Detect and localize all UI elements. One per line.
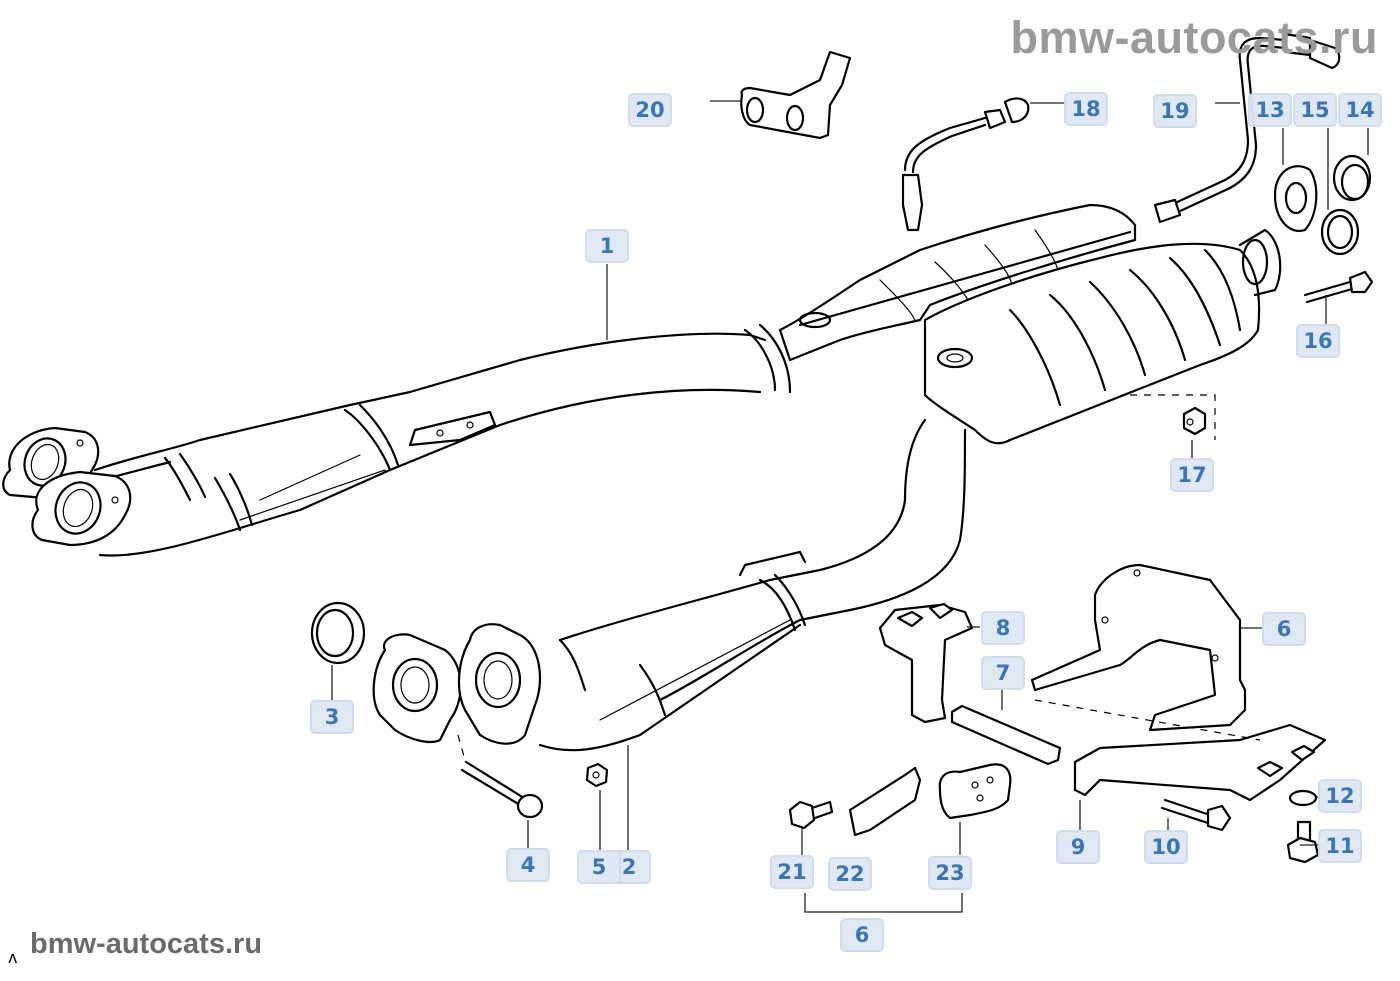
callout-8[interactable]: 8 (981, 611, 1025, 645)
cross-bracket (1073, 723, 1327, 802)
catalytic-converter-lower (923, 228, 1282, 445)
leader-lines (331, 100, 1369, 913)
callout-1[interactable]: 1 (585, 229, 629, 263)
catalytic-converter-upper (778, 203, 1137, 362)
watermark-top: bmw-autocats.ru (1010, 12, 1378, 63)
oxygen-sensor-front (901, 97, 1030, 232)
watermark-bottom: bmw-autocats.ru (30, 928, 263, 960)
callout-5[interactable]: 5 (577, 850, 621, 884)
nut-small (585, 762, 609, 788)
large-bracket (1030, 563, 1247, 732)
callout-6-bracket[interactable]: 6 (1262, 612, 1306, 646)
callout-21[interactable]: 21 (770, 855, 814, 889)
front-pipe-upper (2, 323, 792, 557)
callout-19[interactable]: 19 (1153, 94, 1197, 128)
washer (1288, 789, 1318, 807)
bolt-long (460, 760, 544, 819)
callout-18[interactable]: 18 (1064, 92, 1108, 126)
callout-6-kit[interactable]: 6 (840, 918, 884, 952)
mount-bracket (878, 602, 974, 724)
callout-13[interactable]: 13 (1248, 93, 1292, 127)
callout-11[interactable]: 11 (1318, 829, 1362, 863)
front-pipe-lower (372, 418, 967, 752)
clamp-ring (1332, 154, 1372, 202)
support-bar (950, 704, 1062, 766)
bolt-16 (1303, 270, 1374, 304)
callout-10[interactable]: 10 (1144, 830, 1188, 864)
rubber-mount (938, 763, 1012, 820)
callout-17[interactable]: 17 (1170, 458, 1214, 492)
sealing-ring (1320, 208, 1360, 256)
small-bracket (848, 766, 922, 837)
callout-16[interactable]: 16 (1296, 324, 1340, 358)
callout-20[interactable]: 20 (628, 93, 672, 127)
callout-15[interactable]: 15 (1293, 93, 1337, 127)
corner-mark: ʌ (8, 948, 18, 967)
callout-14[interactable]: 14 (1338, 93, 1382, 127)
callout-4[interactable]: 4 (506, 848, 550, 882)
sensor-bracket (740, 50, 852, 140)
bolt-10 (1160, 798, 1232, 832)
callout-3[interactable]: 3 (310, 700, 354, 734)
callout-22[interactable]: 22 (828, 857, 872, 891)
flange-gasket (1273, 165, 1318, 233)
callout-12[interactable]: 12 (1318, 779, 1362, 813)
callout-9[interactable]: 9 (1056, 830, 1100, 864)
gasket-ring (310, 601, 366, 665)
bolt-21 (788, 800, 834, 830)
callout-7[interactable]: 7 (981, 656, 1025, 690)
bolt-11 (1286, 820, 1320, 864)
callout-23[interactable]: 23 (928, 856, 972, 890)
nut-17 (1182, 406, 1207, 436)
